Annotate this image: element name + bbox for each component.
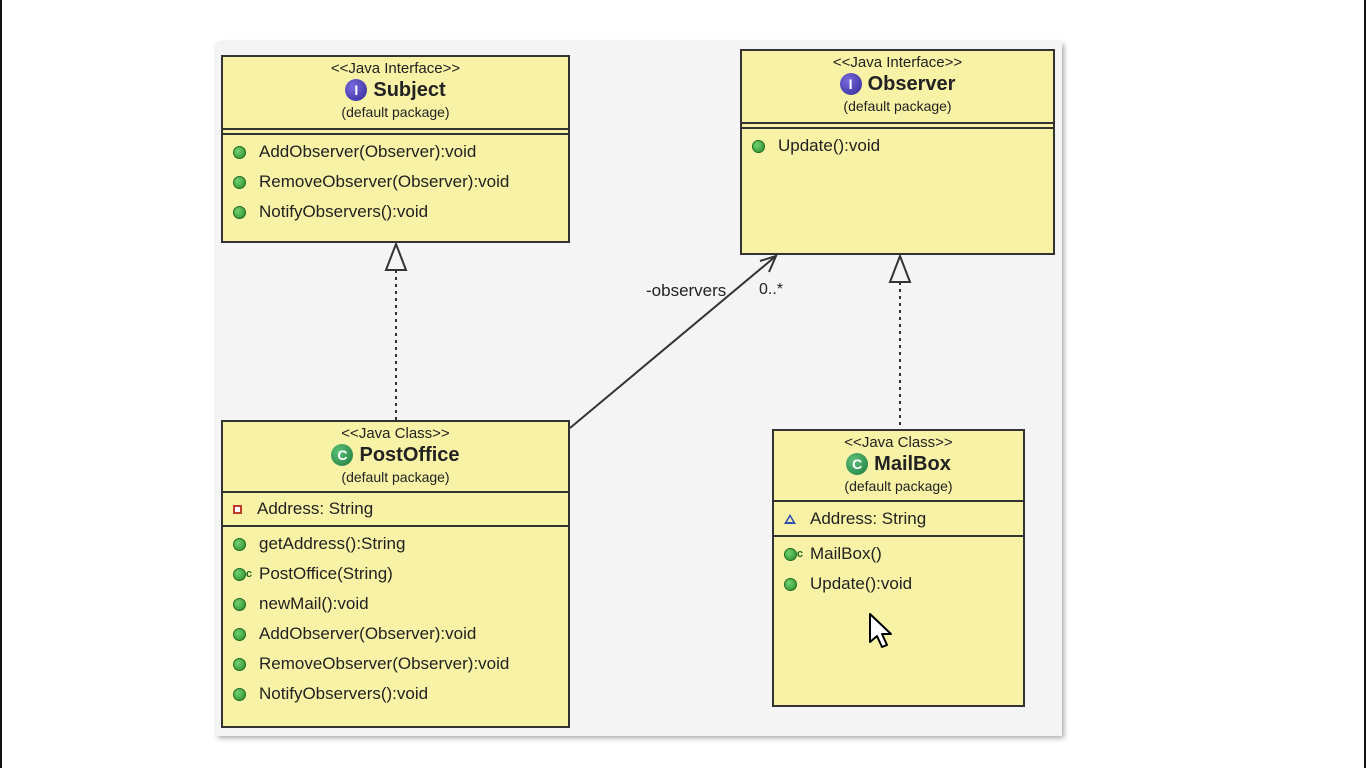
association-line [569,255,777,429]
box-header: <<Java Class>> C PostOffice (default pac… [223,422,568,486]
class-name: C PostOffice [331,442,460,468]
method-row[interactable]: RemoveObserver(Observer):void [223,649,568,679]
package-label: (default package) [341,104,450,120]
box-header: <<Java Interface>> I Observer (default p… [742,51,1053,115]
attribute-label: Address: String [257,499,374,518]
method-label: NotifyObservers():void [259,684,429,703]
postoffice-class-box[interactable]: <<Java Class>> C PostOffice (default pac… [221,420,570,728]
public-method-icon [233,145,246,159]
class-name-text: MailBox [874,453,951,475]
frame-right-edge [1364,0,1366,768]
package-label: (default package) [843,98,952,114]
public-method-icon [233,687,246,701]
class-name-text: PostOffice [359,444,460,466]
class-name: I Observer [839,71,956,97]
subject-interface-box[interactable]: <<Java Interface>> I Subject (default pa… [221,55,570,243]
method-row[interactable]: Update():void [742,131,1053,161]
method-label: PostOffice(String) [259,564,393,583]
constructor-marker: c [245,567,252,580]
method-label: MailBox() [810,544,882,563]
realization-arrowhead-observer [888,253,912,283]
association-role-label: -observers [646,281,727,300]
public-method-icon [784,577,797,591]
constructor-marker: c [796,547,803,560]
stereotype-label: <<Java Interface>> [330,60,461,77]
method-row[interactable]: getAddress():String [223,529,568,559]
public-method-icon [233,657,246,671]
public-method-icon [233,205,246,219]
method-row[interactable]: RemoveObserver(Observer):void [223,167,568,197]
attribute-row[interactable]: Address: String [223,493,568,525]
public-method-icon [233,627,246,641]
stereotype-label: <<Java Class>> [844,434,953,451]
method-label: NotifyObservers():void [259,202,429,221]
public-method-icon [752,139,765,153]
interface-icon: I [345,79,368,101]
method-label: getAddress():String [259,534,406,553]
method-label: RemoveObserver(Observer):void [259,654,510,673]
package-label: (default package) [341,469,450,485]
method-label: newMail():void [259,594,369,613]
frame-left-edge [0,0,2,768]
method-label: Update():void [810,574,913,593]
method-label: AddObserver(Observer):void [259,142,477,161]
mailbox-class-box[interactable]: <<Java Class>> C MailBox (default packag… [772,429,1025,707]
interface-icon: I [839,73,862,95]
association-arrowhead [759,254,778,273]
method-row[interactable]: AddObserver(Observer):void [223,619,568,649]
method-row[interactable]: Update():void [774,569,1023,599]
public-method-icon [233,537,246,551]
public-method-icon [233,175,246,189]
package-field-icon [784,513,796,524]
method-row[interactable]: NotifyObservers():void [223,679,568,709]
package-label: (default package) [844,478,953,494]
class-name: C MailBox [846,451,951,477]
box-header: <<Java Interface>> I Subject (default pa… [223,57,568,121]
class-icon: C [846,453,869,475]
method-label: Update():void [778,136,881,155]
class-name-text: Subject [373,79,446,101]
method-row[interactable]: AddObserver(Observer):void [223,137,568,167]
method-row[interactable]: c MailBox() [774,539,1023,569]
private-field-icon [233,504,242,514]
observer-interface-box[interactable]: <<Java Interface>> I Observer (default p… [740,49,1055,255]
stereotype-label: <<Java Interface>> [832,54,963,71]
mouse-cursor-icon [869,613,892,648]
public-method-icon [233,597,246,611]
class-name-text: Observer [867,73,956,95]
constructor-icon: c [784,547,803,561]
box-header: <<Java Class>> C MailBox (default packag… [774,431,1023,495]
class-name: I Subject [345,77,446,103]
method-row[interactable]: NotifyObservers():void [223,197,568,227]
method-label: AddObserver(Observer):void [259,624,477,643]
method-row[interactable]: newMail():void [223,589,568,619]
attribute-row[interactable]: Address: String [774,502,1023,535]
constructor-icon: c [233,567,252,581]
realization-arrowhead-subject [384,241,408,271]
stereotype-label: <<Java Class>> [341,425,450,442]
attribute-label: Address: String [810,508,927,528]
class-icon: C [331,444,354,466]
method-label: RemoveObserver(Observer):void [259,172,510,191]
association-multiplicity-label: 0..* [759,281,784,298]
method-row[interactable]: c PostOffice(String) [223,559,568,589]
